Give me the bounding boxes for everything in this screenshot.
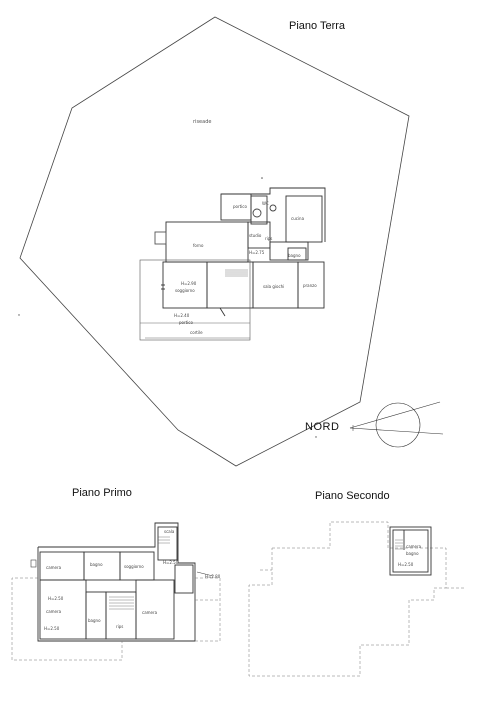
label-h280: H=2.80 xyxy=(205,574,221,579)
label-h250-c: H=2.50 xyxy=(163,560,179,565)
label-soggiorno: soggiorno xyxy=(175,288,195,293)
first-floor-plan: camera bagno soggiorno H=2.50 camera cam… xyxy=(11,522,221,661)
label-bagno: bagno xyxy=(406,551,419,556)
north-compass xyxy=(349,401,444,448)
title-piano-secondo: Piano Secondo xyxy=(315,490,390,502)
label-camera-2: camera xyxy=(46,609,62,614)
label-scala: scala xyxy=(164,529,175,534)
label-rips: rips xyxy=(265,236,272,241)
label-forno: forno xyxy=(193,243,204,248)
label-cucina: cucina xyxy=(291,216,305,221)
label-outer-area: riseade xyxy=(193,119,211,125)
label-cortile: cortile xyxy=(190,330,203,335)
lot-boundary xyxy=(19,16,410,467)
label-rips: rips xyxy=(116,624,123,629)
first-room-labels: camera bagno soggiorno H=2.50 camera cam… xyxy=(44,529,221,631)
label-soggiorno: soggiorno xyxy=(124,564,144,569)
ground-floor-plan: riseade portico WC cucina rips forno stu… xyxy=(19,16,410,467)
label-camera-3: camera xyxy=(142,610,158,615)
label-portico: portico xyxy=(233,204,248,209)
ground-building xyxy=(139,187,326,341)
label-porticato: portico xyxy=(179,320,194,325)
title-piano-terra: Piano Terra xyxy=(289,20,346,32)
north-label: NORD xyxy=(305,421,340,433)
label-bagno: bagno xyxy=(288,253,301,258)
label-h275: H=2.75 xyxy=(249,250,265,255)
label-h250-b: H=2.50 xyxy=(44,626,60,631)
second-room-labels: camera bagno H=2.50 xyxy=(398,544,422,567)
label-sala-giochi: sala giochi xyxy=(263,284,284,289)
label-studio: studio xyxy=(249,233,262,238)
label-pranzo: pranzo xyxy=(303,283,317,288)
label-h250: H=2.50 xyxy=(398,562,414,567)
label-wc: WC xyxy=(262,201,269,206)
second-floor-plan: camera bagno H=2.50 xyxy=(248,521,465,677)
label-h240: H=2.40 xyxy=(174,313,190,318)
title-piano-primo: Piano Primo xyxy=(72,487,132,499)
compass-circle-icon xyxy=(375,402,421,448)
ground-room-labels: riseade portico WC cucina rips forno stu… xyxy=(174,119,317,335)
label-h250-a: H=2.50 xyxy=(48,596,64,601)
label-bagno-2: bagno xyxy=(88,618,101,623)
label-camera: camera xyxy=(406,544,422,549)
label-h290: H=2.90 xyxy=(181,281,197,286)
label-bagno-1: bagno xyxy=(90,562,103,567)
label-camera-1: camera xyxy=(46,565,62,570)
